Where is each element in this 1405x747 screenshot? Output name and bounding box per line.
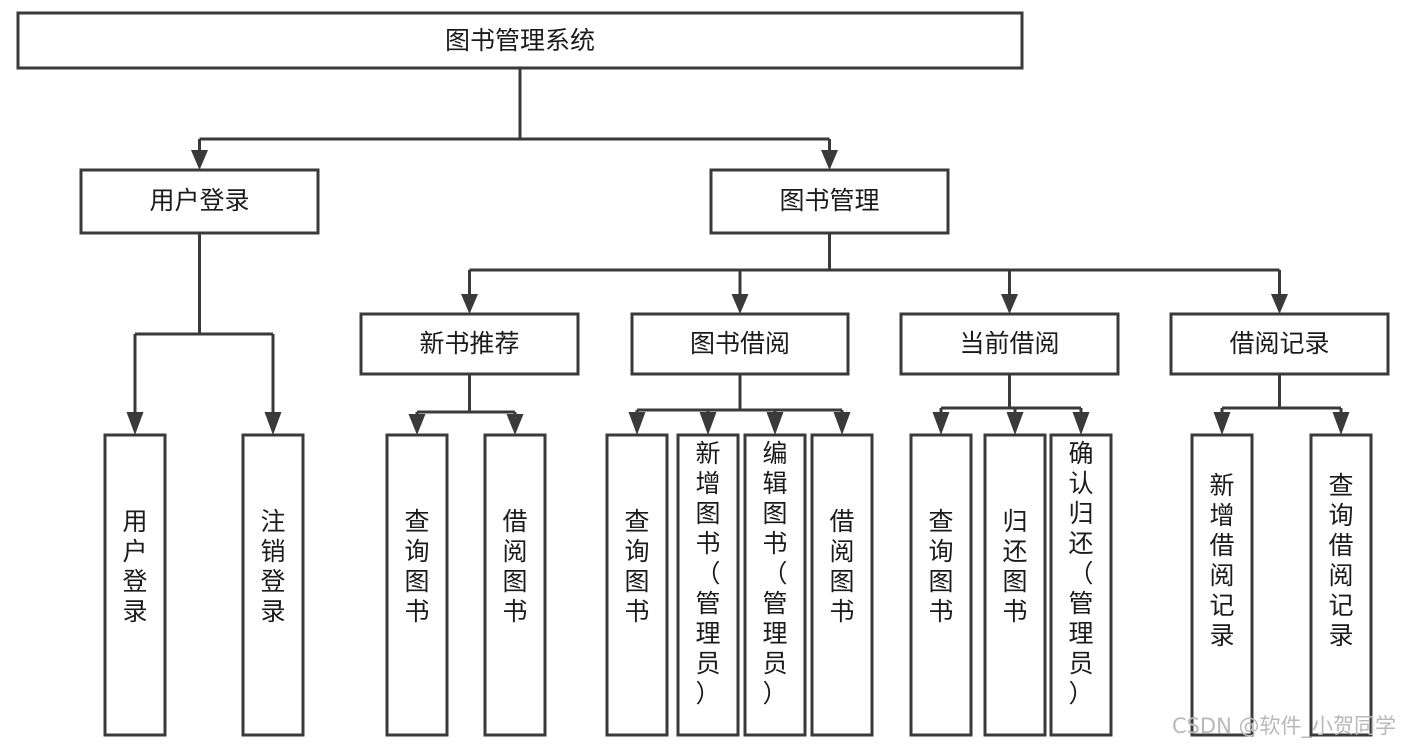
leaf-user-login-label: 用户登录: [122, 507, 147, 626]
book-borrow-box[interactable]: [630, 312, 850, 376]
node-book-manage[interactable]: 图书管理: [709, 168, 950, 235]
edge-user-login-trunk: [133, 233, 275, 418]
arrow-to-leaf-edit-book: [766, 412, 784, 435]
arrow-to-leaf-query-record: [1332, 412, 1350, 435]
arrow-to-leaf-add-record: [1213, 412, 1231, 435]
arrow-to-leaf-add-book: [699, 412, 717, 435]
node-leaf-query-book-2[interactable]: 查询图书: [605, 433, 669, 737]
new-book-rec-label: 新书推荐: [419, 329, 519, 358]
edge-root-trunk: [198, 68, 831, 157]
nodes-level3: 新书推荐 图书借阅 当前借阅 借阅记录: [359, 312, 1390, 376]
leaf-borrow-book-2-label: 借阅图书: [829, 507, 854, 626]
leaf-query-book-2-label: 查询图书: [624, 507, 649, 626]
book-manage-box[interactable]: [709, 168, 950, 235]
new-book-rec-box[interactable]: [359, 312, 580, 376]
leaf-add-record-box[interactable]: [1190, 433, 1254, 737]
leaf-return-book-box[interactable]: [983, 433, 1047, 737]
leaf-query-book-3-label: 查询图书: [928, 507, 953, 626]
leaf-add-book-label: 新增图书（管理员）: [695, 439, 720, 708]
arrow-to-leaf-borrow-book-2: [833, 412, 851, 435]
leaf-edit-book-label: 编辑图书（管理员）: [762, 439, 787, 708]
leaf-query-book-1-box[interactable]: [385, 433, 449, 737]
node-leaf-confirm-return[interactable]: 确认归还（管理员）: [1049, 433, 1113, 737]
leaf-add-book-box[interactable]: [676, 433, 740, 737]
node-leaf-query-record[interactable]: 查询借阅记录: [1309, 433, 1373, 737]
arrow-to-user-login: [191, 150, 208, 170]
leaf-user-logout-box[interactable]: [241, 433, 305, 737]
arrow-to-leaf-query-book-1: [408, 414, 426, 435]
user-login-label: 用户登录: [149, 186, 249, 215]
leaf-edit-book-box[interactable]: [743, 433, 807, 737]
book-manage-label: 图书管理: [779, 186, 879, 215]
leaf-query-book-1-label: 查询图书: [404, 507, 429, 626]
node-root[interactable]: 图书管理系统: [16, 11, 1024, 70]
borrow-record-box[interactable]: [1169, 312, 1390, 376]
arrow-to-current-borrow: [1001, 294, 1018, 314]
leaf-query-book-2-box[interactable]: [605, 433, 669, 737]
leaf-borrow-book-2-box[interactable]: [810, 433, 874, 737]
node-leaf-return-book[interactable]: 归还图书: [983, 433, 1047, 737]
node-leaf-edit-book[interactable]: 编辑图书（管理员）: [743, 433, 807, 737]
leaf-user-login-box[interactable]: [103, 433, 167, 737]
edges-layer: [126, 68, 1350, 435]
leaf-query-book-3-box[interactable]: [909, 433, 973, 737]
node-leaf-add-book[interactable]: 新增图书（管理员）: [676, 433, 740, 737]
leaf-query-record-label: 查询借阅记录: [1328, 471, 1353, 650]
current-borrow-label: 当前借阅: [959, 329, 1059, 358]
arrow-to-leaf-user-login: [126, 412, 144, 435]
node-current-borrow[interactable]: 当前借阅: [899, 312, 1120, 376]
arrow-to-leaf-user-logout: [264, 412, 282, 435]
arrow-to-new-book-rec: [461, 294, 478, 314]
leaf-borrow-book-1-label: 借阅图书: [502, 507, 527, 626]
node-new-book-rec[interactable]: 新书推荐: [359, 312, 580, 376]
edge-book-borrow-trunk: [635, 374, 844, 418]
leaf-confirm-return-box[interactable]: [1049, 433, 1113, 737]
edge-current-borrow-trunk: [939, 374, 1083, 418]
node-user-login[interactable]: 用户登录: [79, 168, 320, 235]
arrow-to-book-borrow: [731, 294, 749, 314]
edge-new-book-rec-trunk: [415, 374, 517, 420]
leaf-add-record-label: 新增借阅记录: [1209, 471, 1234, 650]
leaf-return-book-label: 归还图书: [1002, 507, 1027, 626]
node-leaf-borrow-book-1[interactable]: 借阅图书: [483, 433, 547, 737]
arrow-to-borrow-record: [1271, 294, 1288, 314]
edge-book-manage-trunk: [468, 233, 1281, 300]
arrow-to-leaf-confirm-return: [1072, 412, 1090, 435]
leaf-query-record-box[interactable]: [1309, 433, 1373, 737]
edge-borrow-record-trunk: [1220, 374, 1343, 418]
node-leaf-query-book-1[interactable]: 查询图书: [385, 433, 449, 737]
node-leaf-user-logout[interactable]: 注销登录: [241, 433, 305, 737]
arrow-to-leaf-query-book-3: [932, 412, 950, 435]
arrow-to-book-manage: [821, 150, 838, 170]
nodes-level2: 用户登录 图书管理: [79, 168, 950, 235]
leaf-user-logout-label: 注销登录: [260, 507, 285, 626]
arrow-to-leaf-query-book-2: [628, 412, 646, 435]
arrow-to-leaf-return-book: [1006, 412, 1024, 435]
node-leaf-user-login[interactable]: 用户登录: [103, 433, 167, 737]
leaf-confirm-return-label: 确认归还（管理员）: [1068, 439, 1093, 708]
node-leaf-borrow-book-2[interactable]: 借阅图书: [810, 433, 874, 737]
node-borrow-record[interactable]: 借阅记录: [1169, 312, 1390, 376]
root-label: 图书管理系统: [445, 26, 595, 55]
node-book-borrow[interactable]: 图书借阅: [630, 312, 850, 376]
nodes-leaves: 用户登录 注销登录 查询图书 借阅图书 查询图书 新增图书（管理员）: [103, 433, 1373, 737]
csdn-watermark: CSDN @软件_小贺同学: [1172, 714, 1396, 739]
borrow-record-label: 借阅记录: [1229, 329, 1329, 358]
user-login-box[interactable]: [79, 168, 320, 235]
node-leaf-add-record[interactable]: 新增借阅记录: [1190, 433, 1254, 737]
leaf-borrow-book-1-box[interactable]: [483, 433, 547, 737]
current-borrow-box[interactable]: [899, 312, 1120, 376]
node-leaf-query-book-3[interactable]: 查询图书: [909, 433, 973, 737]
book-borrow-label: 图书借阅: [690, 329, 790, 358]
root-box[interactable]: [16, 11, 1024, 70]
arrow-to-leaf-borrow-book-1: [506, 414, 524, 435]
